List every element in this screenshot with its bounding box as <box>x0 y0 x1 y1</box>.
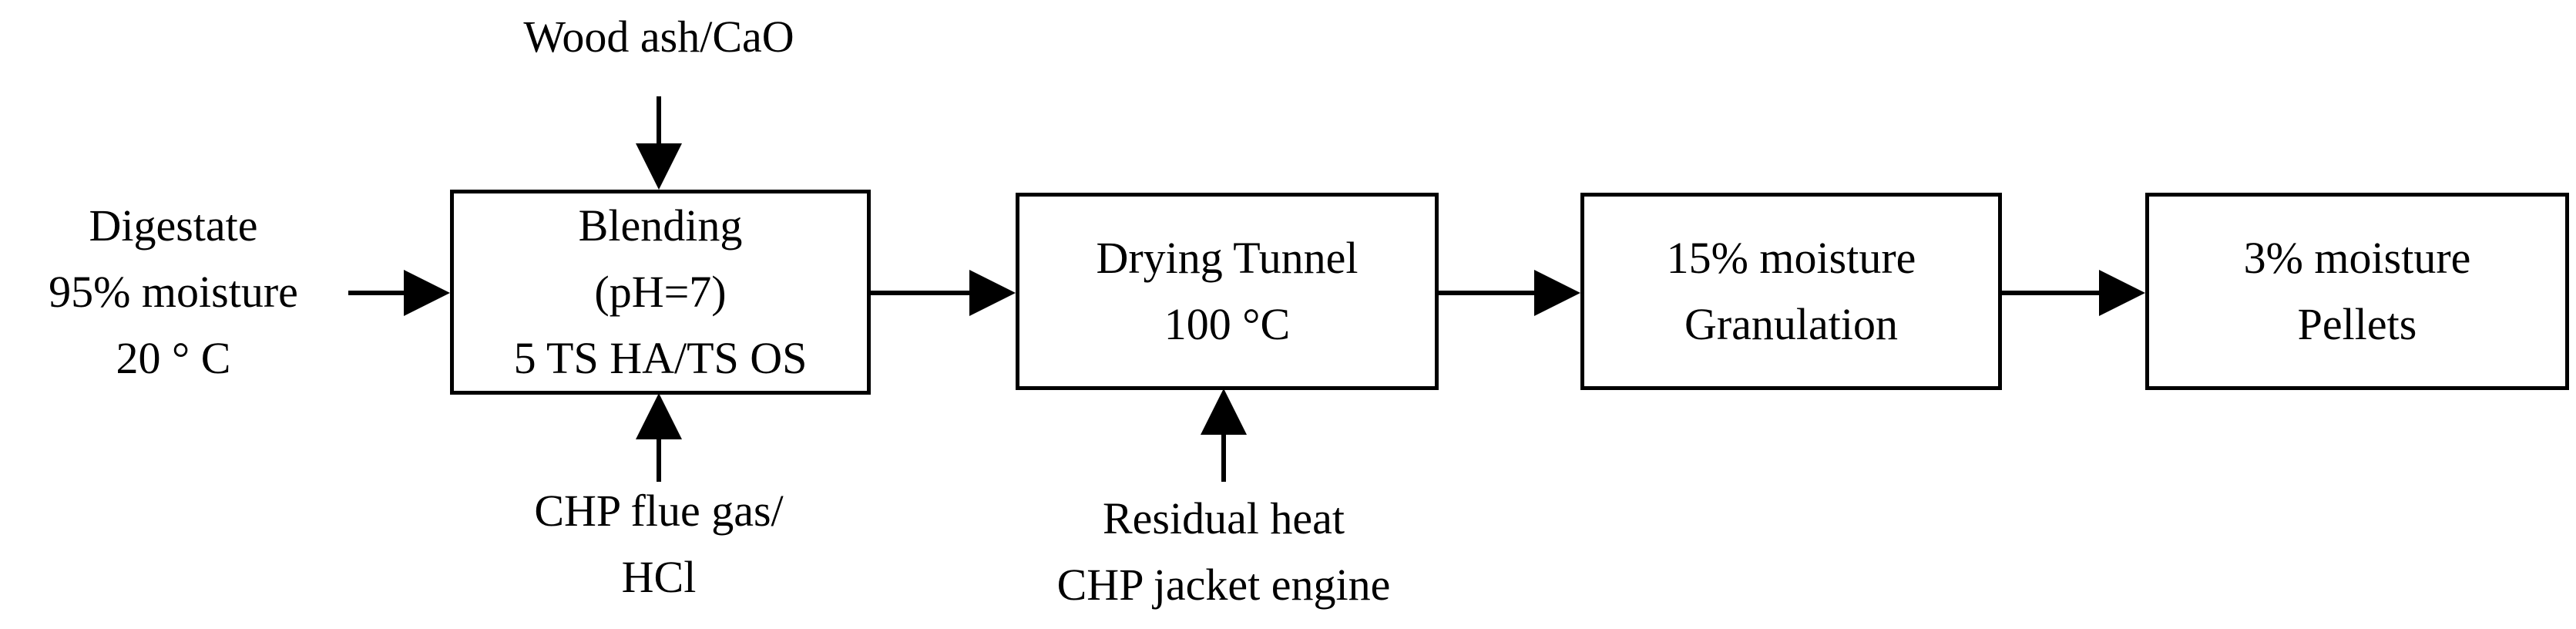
granulation-line-1: 15% moisture <box>1666 233 1916 283</box>
digestate-label: Digestate 95% moisture 20 ° C <box>0 193 347 392</box>
pellets-line-1: 3% moisture <box>2243 233 2471 283</box>
digestate-line-3: 20 ° C <box>116 333 231 383</box>
wood-ash-line-1: Wood ash/CaO <box>523 12 794 62</box>
digestate-line-2: 95% moisture <box>49 267 298 317</box>
blending-line-3: 5 TS HA/TS OS <box>513 333 808 383</box>
residual-heat-label: Residual heat CHP jacket engine <box>954 486 1493 618</box>
blending-box: Blending (pH=7) 5 TS HA/TS OS <box>450 190 871 395</box>
residual-heat-line-2: CHP jacket engine <box>1056 560 1391 610</box>
flue-gas-line-1: CHP flue gas/ <box>534 486 784 536</box>
flue-gas-line-2: HCl <box>621 552 697 602</box>
residual-heat-line-1: Residual heat <box>1102 493 1345 543</box>
drying-line-1: Drying Tunnel <box>1096 233 1359 283</box>
pellets-line-2: Pellets <box>2297 299 2417 349</box>
blending-line-1: Blending <box>578 200 743 251</box>
granulation-line-2: Granulation <box>1684 299 1899 349</box>
granulation-box: 15% moisture Granulation <box>1580 193 2002 390</box>
wood-ash-label: Wood ash/CaO <box>428 4 890 70</box>
drying-line-2: 100 °C <box>1164 299 1291 349</box>
pellets-box: 3% moisture Pellets <box>2145 193 2569 390</box>
flue-gas-label: CHP flue gas/ HCl <box>428 478 890 610</box>
drying-tunnel-box: Drying Tunnel 100 °C <box>1016 193 1439 390</box>
blending-line-2: (pH=7) <box>594 267 727 317</box>
digestate-line-1: Digestate <box>89 200 258 251</box>
